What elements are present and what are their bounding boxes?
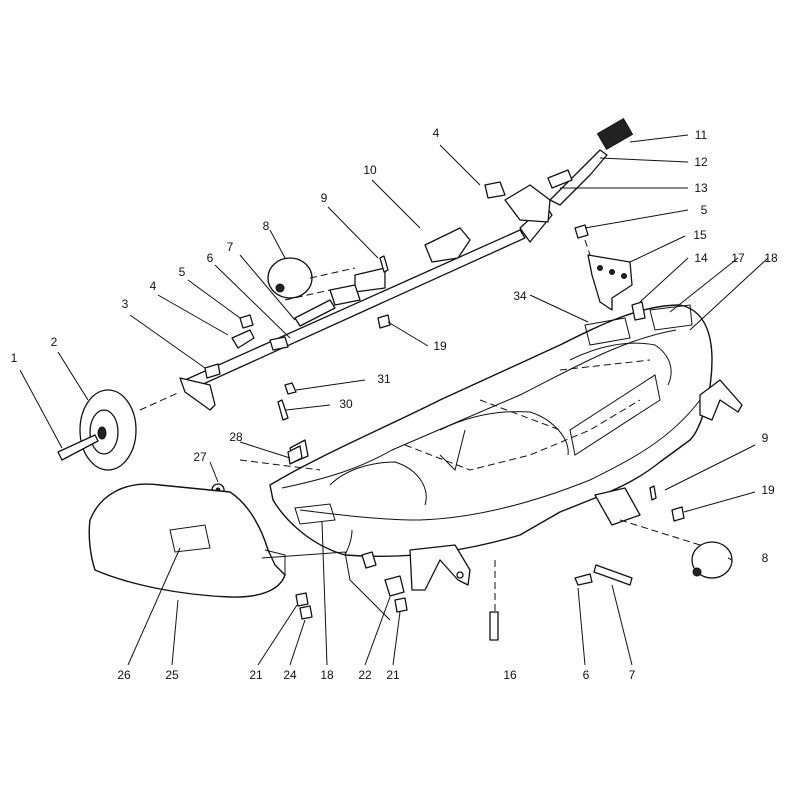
discharge-chute	[88, 483, 286, 598]
callout-9: 9	[762, 431, 769, 445]
callout-26: 26	[117, 668, 131, 682]
lift-rod-assembly	[179, 184, 553, 411]
callout-2: 2	[51, 335, 58, 349]
callout-18: 18	[320, 668, 334, 682]
callout-10: 10	[363, 163, 377, 177]
callout-25: 25	[165, 668, 179, 682]
callout-12: 12	[694, 155, 708, 169]
callout-28: 28	[229, 430, 243, 444]
rear-hardware	[287, 445, 733, 641]
callout-24: 24	[283, 668, 297, 682]
callout-7: 7	[227, 240, 234, 254]
callout-22: 22	[358, 668, 372, 682]
callout-18: 18	[764, 251, 778, 265]
callout-11: 11	[695, 128, 708, 142]
callout-19: 19	[433, 339, 447, 353]
mower-deck	[269, 304, 743, 591]
callout-17: 17	[731, 251, 745, 265]
callout-4: 4	[433, 126, 440, 140]
callout-14: 14	[694, 251, 708, 265]
callout-16: 16	[503, 668, 517, 682]
callout-21: 21	[386, 668, 400, 682]
hardware	[204, 255, 391, 497]
callout-5: 5	[179, 265, 186, 279]
alignment-lines	[139, 239, 701, 621]
height-bracket	[574, 224, 646, 321]
callout-31: 31	[377, 372, 391, 386]
wheel	[57, 389, 137, 471]
front-roller	[267, 257, 313, 299]
callout-8: 8	[263, 219, 270, 233]
callout-3: 3	[122, 297, 129, 311]
shift-lever	[484, 118, 634, 206]
leader-lines	[19, 134, 769, 666]
callout-6: 6	[583, 668, 590, 682]
callout-21: 21	[249, 668, 263, 682]
callout-15: 15	[693, 228, 707, 242]
callout-9: 9	[321, 191, 328, 205]
callout-7: 7	[629, 668, 636, 682]
callout-19: 19	[761, 483, 775, 497]
callout-6: 6	[207, 251, 214, 265]
callout-30: 30	[339, 397, 353, 411]
callout-labels: 1 2 3 4 4 5 5 6 6 7 7 8 8 9 9 10 11 12 1…	[11, 126, 778, 682]
callout-8: 8	[762, 551, 769, 565]
callout-1: 1	[11, 351, 18, 365]
callout-13: 13	[694, 181, 708, 195]
callout-4: 4	[150, 279, 157, 293]
callout-27: 27	[193, 450, 207, 464]
callout-34: 34	[513, 289, 527, 303]
callout-5: 5	[701, 203, 708, 217]
